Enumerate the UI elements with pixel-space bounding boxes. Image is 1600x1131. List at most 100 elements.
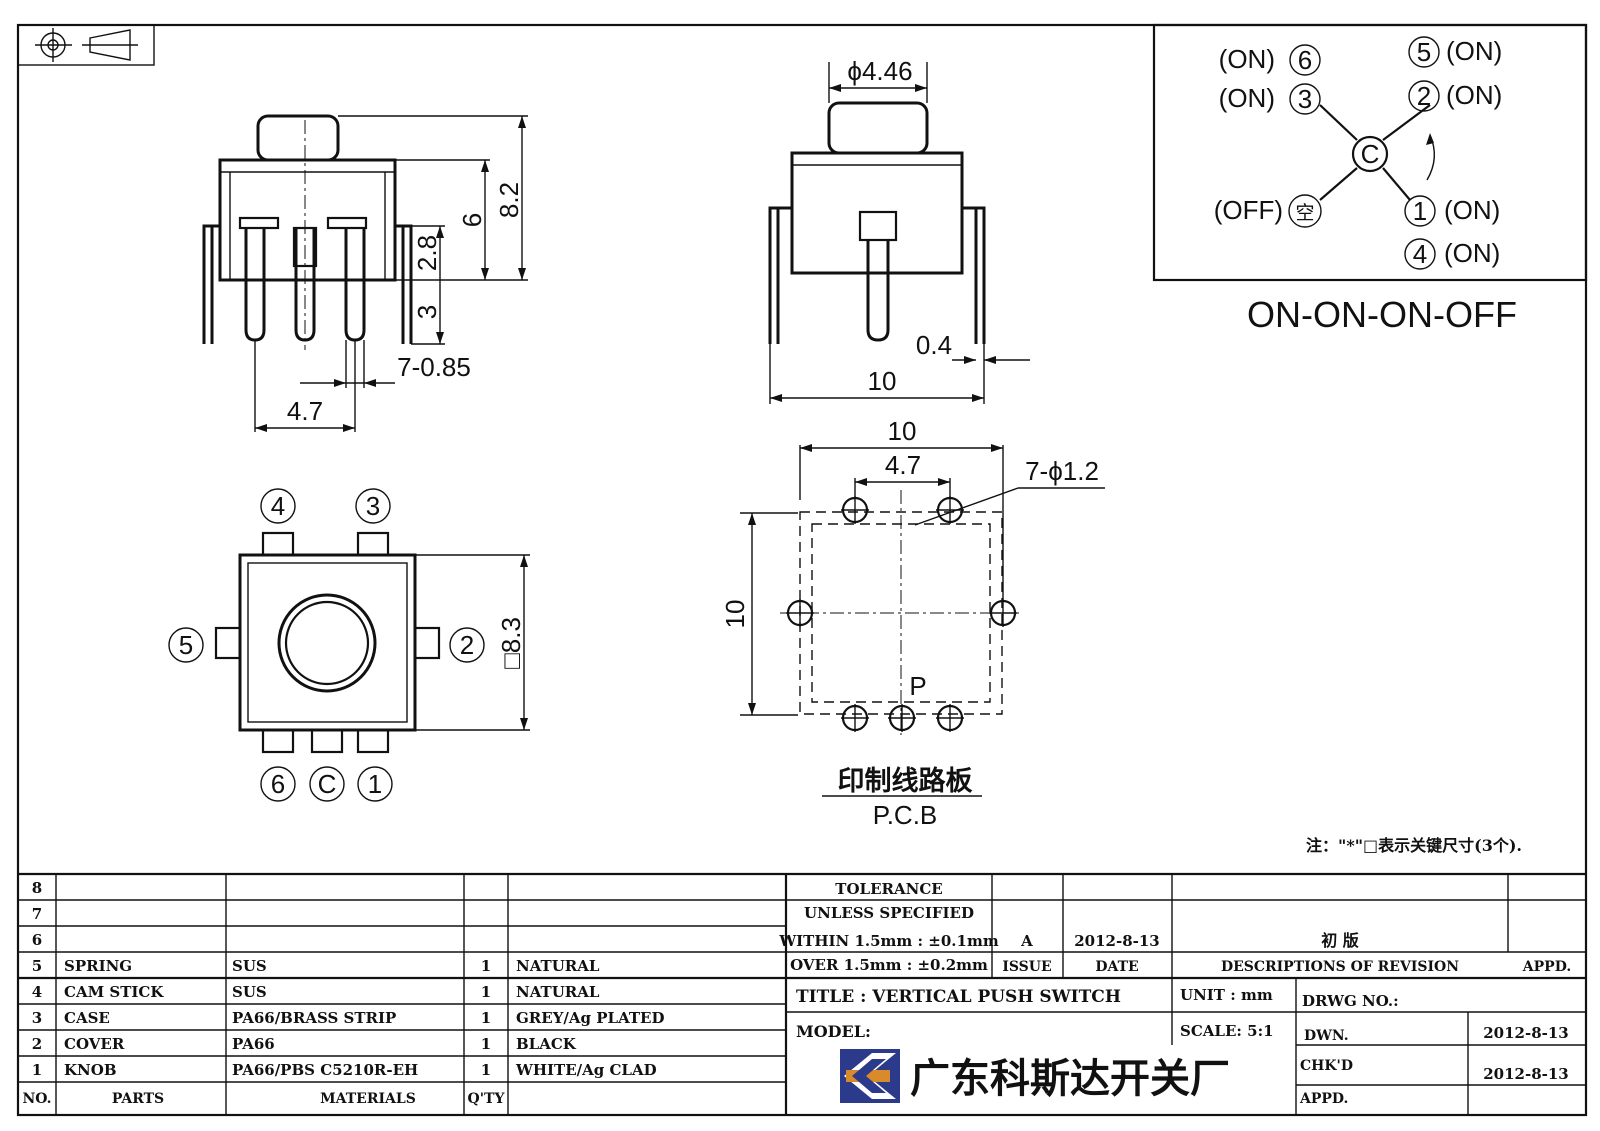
bom-finish: BLACK [516, 1035, 577, 1053]
pin-number-5: 5 [179, 630, 193, 660]
bom-row: 7 [32, 905, 42, 923]
bom-row: 5 SPRING SUS 1 NATURAL [32, 957, 600, 975]
bom-no: 8 [32, 879, 42, 897]
pin-number-3: 3 [366, 491, 380, 521]
bom-no: 1 [32, 1061, 42, 1079]
dim-pcb-height: 10 [720, 600, 750, 629]
company-name: 广东科斯达开关厂 [910, 1056, 1230, 1102]
dim-pcb-hole: 7-ϕ1.2 [1025, 456, 1099, 486]
drawing-number-label: DRWG NO.: [1302, 992, 1399, 1010]
dim-knob-diameter: ϕ4.46 [847, 56, 912, 86]
bom-no: 5 [32, 957, 42, 975]
bom-part: CAM STICK [64, 983, 164, 1001]
schematic-off-symbol: 空 [1295, 202, 1314, 224]
tolerance-line-2: UNLESS SPECIFIED [804, 904, 974, 922]
bom-header-qty: Q'TY [468, 1091, 506, 1107]
drawing-note: 注："*"□表示关键尺寸(3个). [1306, 836, 1522, 855]
pcb-layout [740, 444, 1105, 797]
side-view [202, 114, 528, 432]
checked-date: 2012-8-13 [1483, 1065, 1569, 1083]
drawn-label: DWN. [1304, 1028, 1349, 1044]
schematic-common: C [1361, 139, 1380, 169]
schematic-pin1: 1 [1413, 196, 1427, 226]
schematic-pin3-prefix: (ON) [1219, 83, 1275, 113]
bom-finish: NATURAL [516, 957, 600, 975]
pin-number-4: 4 [271, 491, 285, 521]
bom-material: PA66/PBS C5210R-EH [232, 1061, 418, 1079]
projection-symbol-icon [17, 24, 155, 66]
bom-qty: 1 [481, 983, 491, 1001]
pcb-caption-english: P.C.B [873, 800, 938, 830]
dim-pin-pitch: 7-0.85 [397, 352, 471, 382]
tolerance-line-4: OVER 1.5mm : ±0.2mm [790, 956, 988, 974]
dim-body-width: 10 [868, 366, 897, 396]
bom-finish: NATURAL [516, 983, 600, 1001]
schematic-pin5-suffix: (ON) [1446, 36, 1502, 66]
dim-pcb-pitch: 4.7 [885, 450, 921, 480]
switch-mode-label: ON-ON-ON-OFF [1247, 294, 1517, 335]
dim-plate-thickness: 0.4 [916, 330, 952, 360]
switch-schematic [1152, 23, 1588, 282]
schematic-off-prefix: (OFF) [1214, 195, 1283, 225]
schematic-pin6-prefix: (ON) [1219, 44, 1275, 74]
pin-number-c: C [318, 769, 337, 799]
bom-finish: WHITE/Ag CLAD [515, 1061, 657, 1079]
bom-no: 7 [32, 905, 42, 923]
pin-number-2: 2 [460, 630, 474, 660]
checked-label: CHK'D [1300, 1058, 1353, 1074]
pin-number-6: 6 [271, 769, 285, 799]
dim-side-height-pin-upper: 2.8 [412, 235, 442, 271]
sheet-border [16, 23, 1588, 1117]
bom-material: PA66 [232, 1035, 275, 1053]
bom-no: 6 [32, 931, 42, 949]
drawing-title: TITLE : VERTICAL PUSH SWITCH [796, 987, 1121, 1007]
bom-material: PA66/BRASS STRIP [232, 1009, 396, 1027]
dim-square-size: □8.3 [496, 617, 526, 669]
schematic-pin5: 5 [1417, 37, 1431, 67]
tolerance-line-1: TOLERANCE [835, 880, 942, 898]
model-label: MODEL: [796, 1022, 871, 1041]
bom-finish: GREY/Ag PLATED [516, 1009, 665, 1027]
schematic-pin4: 4 [1413, 239, 1427, 269]
dim-side-height-pin-lower: 3 [412, 305, 442, 319]
bom-part: CASE [64, 1009, 110, 1027]
schematic-pin2-suffix: (ON) [1446, 80, 1502, 110]
bom-row: 6 [32, 931, 42, 949]
pcb-caption-chinese: 印制线路板 [838, 765, 973, 797]
unit-label: UNIT : mm [1180, 986, 1273, 1004]
bom-header-part: PARTS [112, 1091, 164, 1107]
dim-side-height-total: 8.2 [494, 182, 524, 218]
dim-side-height-body: 6 [457, 213, 487, 227]
scale-label: SCALE: 5:1 [1180, 1022, 1274, 1040]
pcb-p-label: P [909, 671, 926, 701]
company-logo-icon [840, 1049, 900, 1103]
bom-no: 4 [32, 983, 42, 1001]
bom-qty: 1 [481, 1061, 491, 1079]
approved-label: APPD. [1299, 1091, 1348, 1107]
pin-number-1: 1 [368, 769, 382, 799]
bom-no: 3 [32, 1009, 42, 1027]
tolerance-line-3: WITHIN 1.5mm : ±0.1mm [778, 932, 999, 950]
revision-description: 初 版 [1321, 931, 1359, 950]
schematic-pin6: 6 [1298, 45, 1312, 75]
bom-row: 8 [32, 879, 42, 897]
bom-part: KNOB [64, 1061, 117, 1079]
bom-part: SPRING [64, 957, 132, 975]
bom-rows: 8 7 6 5 SPRING SUS 1 NATURAL 4 CAM STICK… [22, 879, 664, 1107]
bom-qty: 1 [481, 1009, 491, 1027]
date-label: DATE [1095, 959, 1138, 975]
bom-qty: 1 [481, 1035, 491, 1053]
dim-pcb-width: 10 [888, 416, 917, 446]
descriptions-label: DESCRIPTIONS OF REVISION [1221, 959, 1459, 975]
top-view [168, 488, 530, 802]
bom-row: 2 COVER PA66 1 BLACK [32, 1035, 577, 1053]
appd-header-label: APPD. [1522, 959, 1571, 975]
dim-pin-span: 4.7 [287, 396, 323, 426]
bom-no: 2 [32, 1035, 42, 1053]
schematic-pin1-suffix: (ON) [1444, 195, 1500, 225]
bom-header-no: NO. [22, 1091, 51, 1107]
front-view [768, 62, 1030, 404]
bom-qty: 1 [481, 957, 491, 975]
title-block: TOLERANCE UNLESS SPECIFIED WITHIN 1.5mm … [778, 880, 1571, 1107]
